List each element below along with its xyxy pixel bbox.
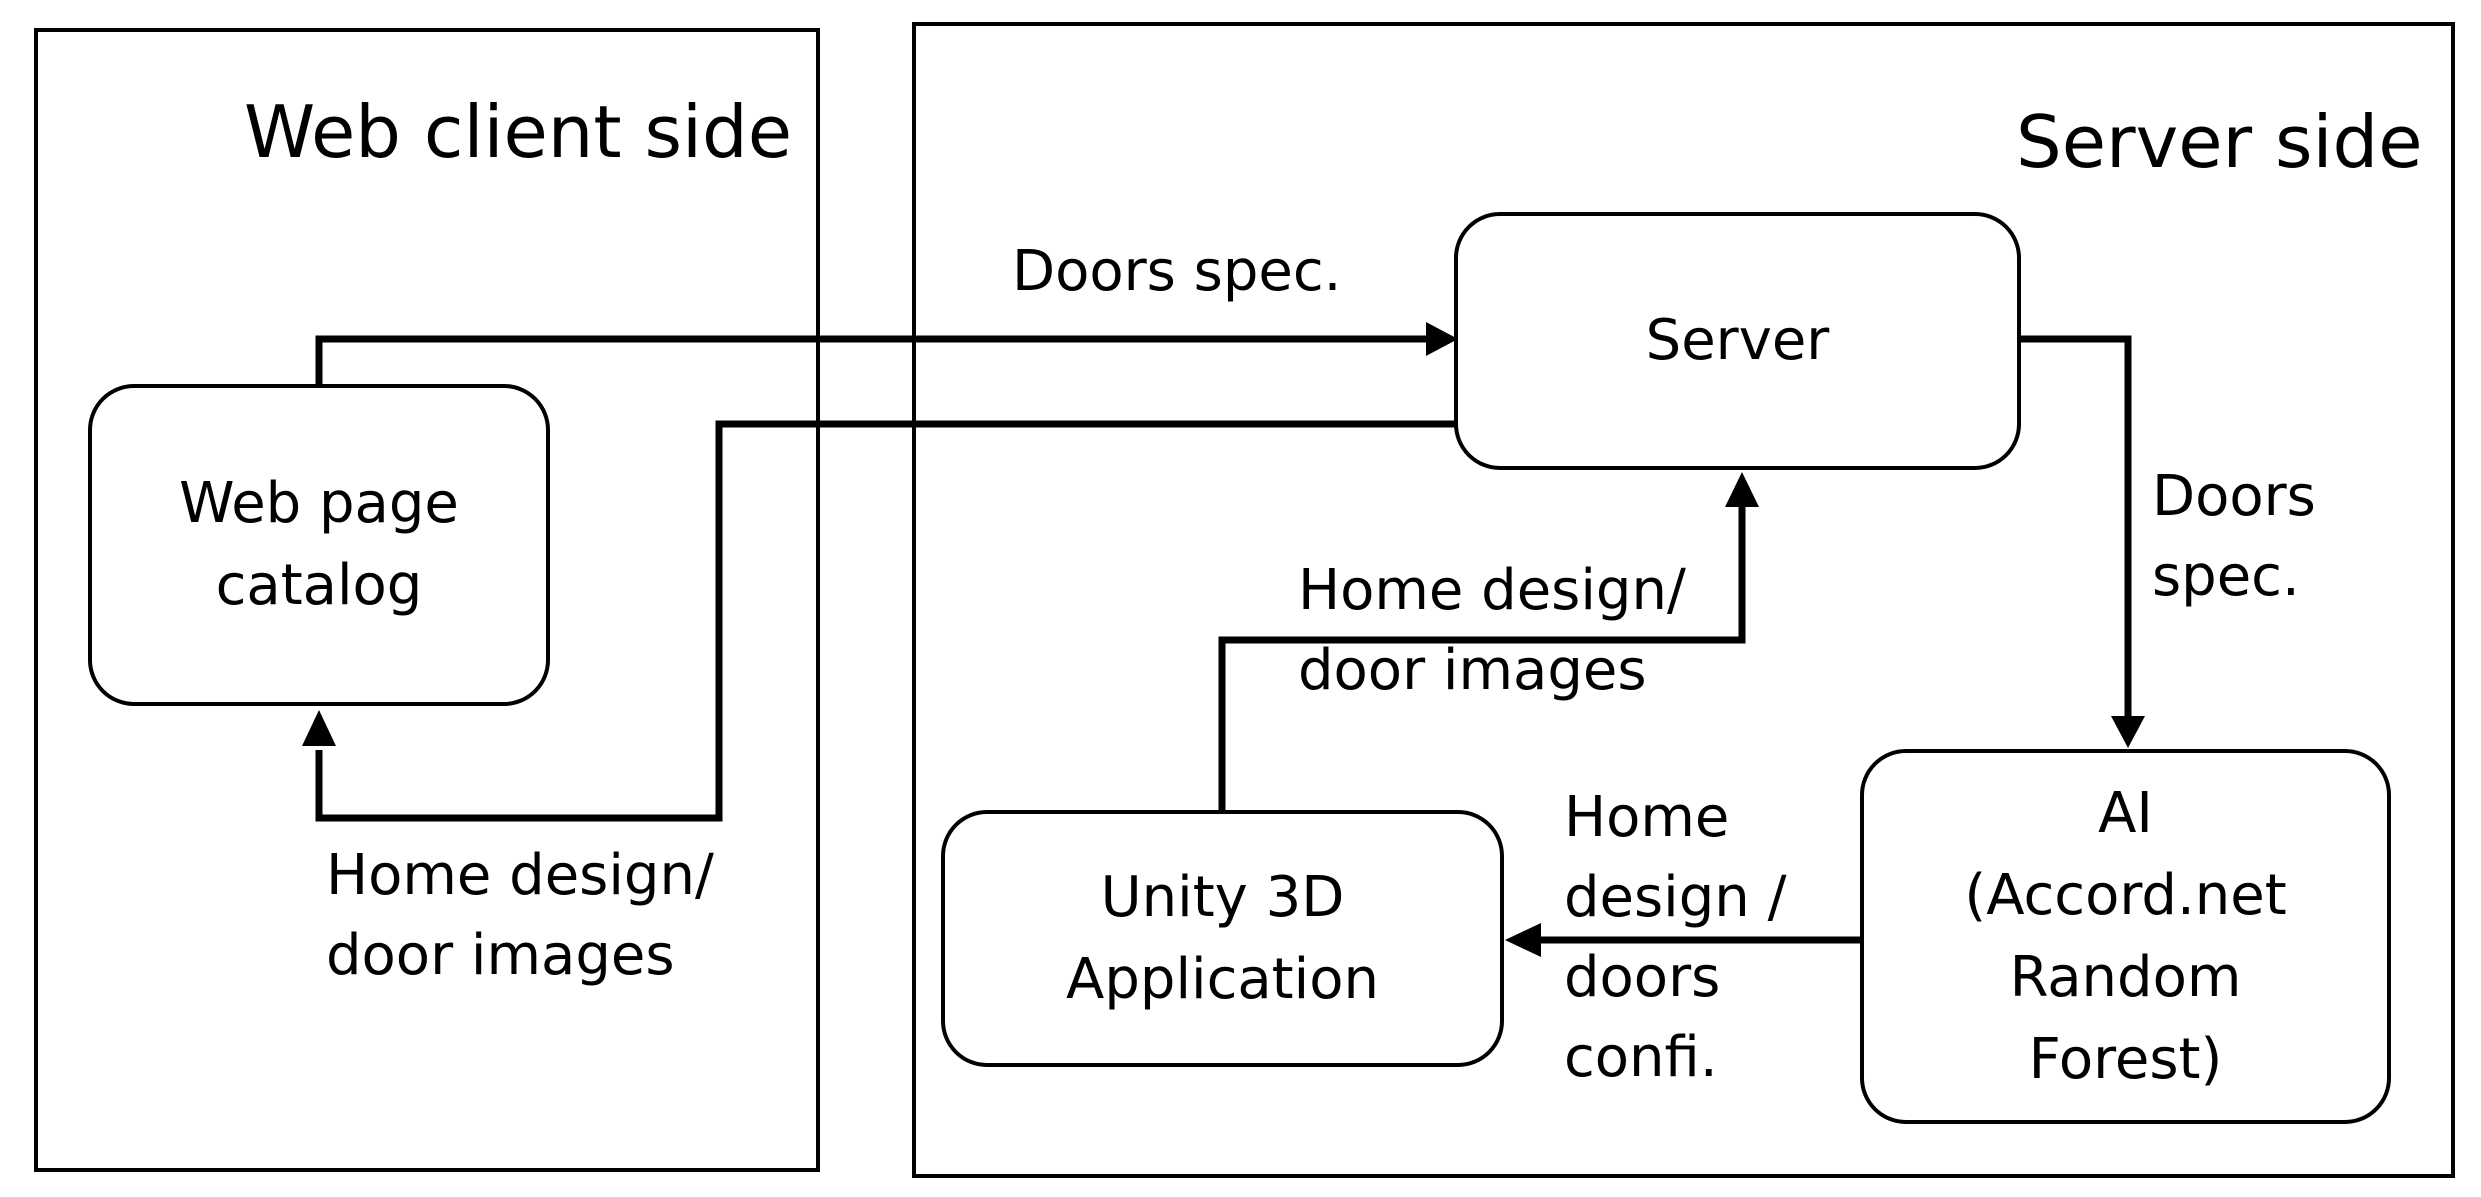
server-region-title: Server side xyxy=(2016,100,2423,184)
edge-label-server-to-ai: Doors spec. xyxy=(2152,464,2316,609)
edge-label-unity-to-server: Home design/ door images xyxy=(1298,558,1686,703)
web-page-catalog-node: Web page catalog xyxy=(88,384,550,706)
server-label: Server xyxy=(1645,308,1830,373)
edge-server-to-catalog xyxy=(315,420,1455,822)
web-client-region-title: Web client side xyxy=(244,90,793,174)
edge-label-ai-to-unity: Home design / doors confi. xyxy=(1564,785,1787,1090)
edge-label-catalog-to-server: Doors spec. xyxy=(1012,239,1342,304)
unity-label: Unity 3D Application xyxy=(1066,864,1379,1012)
arrowhead-server-in xyxy=(1426,322,1458,356)
unity-node: Unity 3D Application xyxy=(941,810,1504,1067)
edge-unity-to-server xyxy=(1218,503,1746,810)
ai-label: AI (Accord.net Random Forest) xyxy=(1964,780,2287,1092)
arrowhead-unity-in xyxy=(1505,923,1541,957)
arrowhead-server-up xyxy=(1725,472,1759,507)
server-region xyxy=(912,22,2455,1178)
edge-catalog-to-server xyxy=(315,335,1430,386)
edge-server-to-ai xyxy=(2018,335,2132,720)
web-page-catalog-label: Web page catalog xyxy=(179,471,459,618)
edge-label-server-to-catalog: Home design/ door images xyxy=(326,843,714,988)
arrowhead-catalog-in xyxy=(302,710,336,746)
ai-node: AI (Accord.net Random Forest) xyxy=(1860,749,2391,1124)
web-client-region xyxy=(34,28,820,1172)
arrowhead-ai-in xyxy=(2111,716,2145,748)
server-node: Server xyxy=(1454,212,2021,470)
